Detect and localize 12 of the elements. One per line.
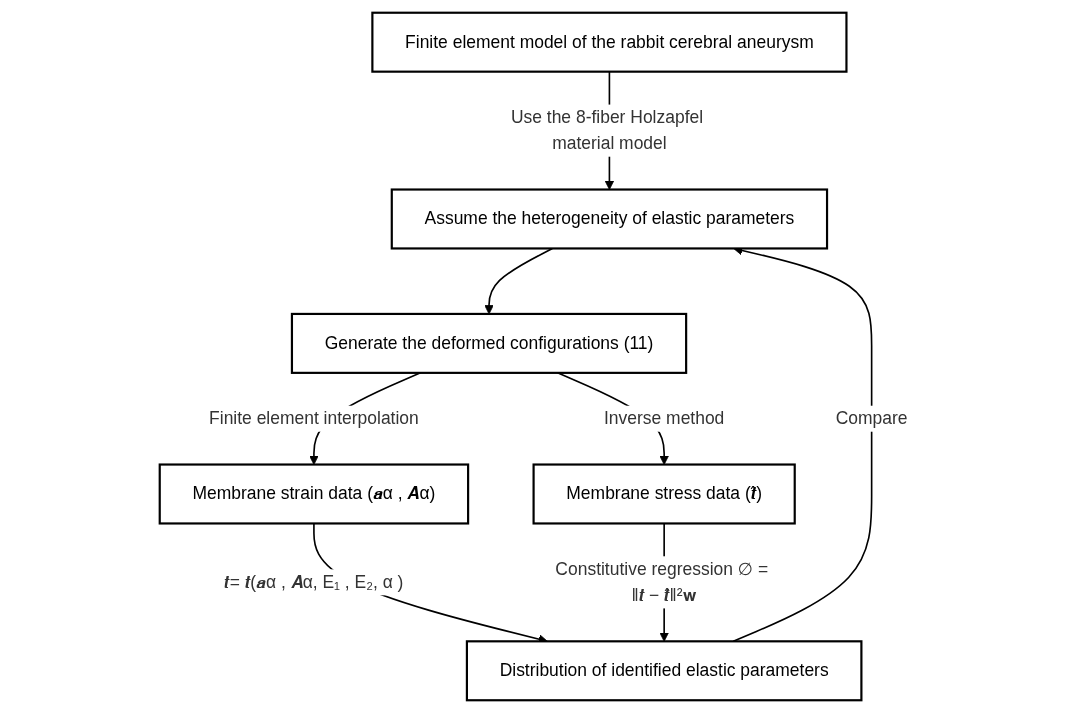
node-box: Membrane strain data (𝒂α , 𝑨α) [159,463,470,525]
node-box: Generate the deformed configurations (11) [291,312,688,374]
node-box: Membrane stress data (𝒕̂) [532,463,797,525]
edge-label: Use the 8-fiber Holzapfel material model [511,107,704,153]
edge-label: Inverse method [604,408,725,428]
node-box: Distribution of identified elastic parameters [466,640,863,702]
node-box: Finite element model of the rabbit cerebral aneurysm [371,11,848,73]
edge-label: Finite element interpolation [209,408,420,428]
node-box: Assume the heterogeneity of elastic parameters [391,188,829,250]
edge-label: Compare [836,408,908,428]
edge-label: 𝒕= 𝒕(𝒂α , 𝑨α, E₁ , E₂, α ) [224,572,404,592]
edge-label: Constitutive regression ∅ = ‖𝒕 − 𝒕̂‖²𝐰 [555,559,769,605]
